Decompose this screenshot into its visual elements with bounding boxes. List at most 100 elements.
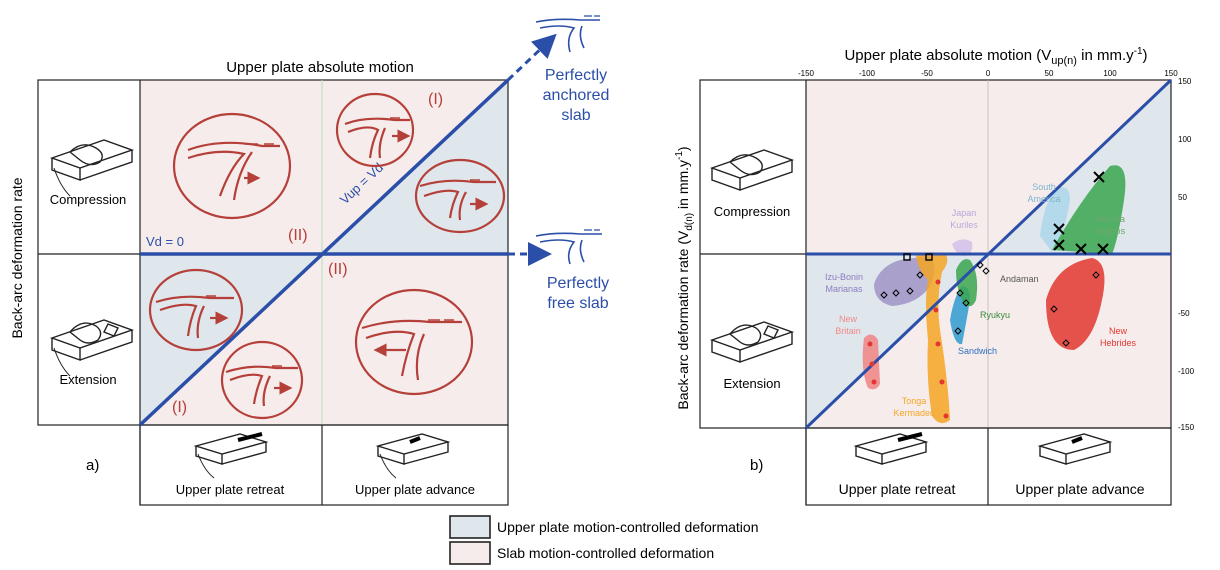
label-new-britain-2: Britain bbox=[835, 326, 861, 336]
extension-block-icon bbox=[49, 319, 135, 377]
schematic-circle-3 bbox=[414, 158, 506, 234]
x-tick: -100 bbox=[859, 69, 876, 78]
panel-b-row-extension: Extension bbox=[723, 376, 780, 391]
anchored-label-2: anchored bbox=[543, 87, 610, 104]
new-hebrides-region bbox=[1046, 258, 1105, 350]
schematic-circle-5 bbox=[220, 340, 304, 420]
izu-bonin-region bbox=[874, 256, 935, 306]
panel-a: Upper plate absolute motion Back-arc def… bbox=[9, 15, 610, 506]
panel-a-bottom-row bbox=[139, 424, 509, 506]
regime-I-top: (I) bbox=[428, 91, 443, 108]
label-izu-2: Marianas bbox=[825, 284, 863, 294]
legend: Upper plate motion-controlled deformatio… bbox=[449, 515, 758, 565]
panel-b-y-title-sub: d(n) bbox=[684, 213, 695, 231]
label-new-britain-1: New bbox=[839, 314, 858, 324]
panel-a-label-vd0: Vd = 0 bbox=[146, 234, 184, 249]
anchored-slab-icon bbox=[535, 15, 600, 53]
panel-a-y-title: Back-arc deformation rate bbox=[9, 177, 25, 338]
label-south-america-2: America bbox=[1027, 194, 1060, 204]
panel-b-top-title-tail: in mm.y bbox=[1077, 47, 1134, 64]
b-extension-block-icon bbox=[709, 321, 795, 363]
south-america-region bbox=[1040, 187, 1070, 252]
y-tick: 150 bbox=[1178, 77, 1192, 86]
panel-b-col-retreat: Upper plate retreat bbox=[839, 481, 956, 497]
legend-label-upper: Upper plate motion-controlled deformatio… bbox=[497, 519, 758, 535]
y-tick: -50 bbox=[1178, 309, 1190, 318]
panel-b-y-title-main: Back-arc deformation rate (V bbox=[675, 230, 691, 410]
x-tick: 150 bbox=[1164, 69, 1178, 78]
y-tick: 50 bbox=[1178, 193, 1187, 202]
panel-a-row-extension: Extension bbox=[59, 372, 116, 387]
panel-b-y-title-sup: -1 bbox=[674, 151, 685, 160]
panel-b-letter: b) bbox=[750, 457, 763, 474]
diamond-markers bbox=[880, 261, 1100, 347]
free-label-1: Perfectly bbox=[547, 275, 609, 292]
schematic-circle-2 bbox=[335, 92, 415, 168]
panel-b-y-title: Back-arc deformation rate (Vd(n) in mm.y… bbox=[674, 146, 695, 409]
label-new-hebrides-1: New bbox=[1109, 326, 1128, 336]
label-andaman: Andaman bbox=[1000, 274, 1039, 284]
regime-II-left: (II) bbox=[288, 227, 308, 244]
label-new-hebrides-2: Hebrides bbox=[1100, 338, 1137, 348]
retreat-block-icon bbox=[193, 432, 269, 479]
anchored-label-3: slab bbox=[561, 107, 590, 124]
japan-region bbox=[952, 239, 973, 256]
panel-b-top-title-sup: -1 bbox=[1134, 46, 1143, 57]
x-tick: -50 bbox=[921, 69, 933, 78]
square-markers bbox=[903, 253, 933, 261]
schematic-circle-6 bbox=[354, 288, 474, 396]
y-tick: -150 bbox=[1178, 423, 1195, 432]
panel-a-diagonal-line bbox=[138, 78, 510, 427]
legend-swatch-upper bbox=[449, 515, 491, 539]
legend-swatch-slab bbox=[449, 541, 491, 565]
label-tonga-2: Kermadec bbox=[893, 408, 935, 418]
b-retreat-block-icon bbox=[853, 432, 929, 465]
panel-a-row-compression: Compression bbox=[50, 192, 127, 207]
panel-a-col-retreat: Upper plate retreat bbox=[176, 482, 285, 497]
label-manilla-1: Manilla bbox=[1095, 214, 1126, 225]
manilla-markers bbox=[1053, 171, 1109, 255]
label-ryukyu: Ryukyu bbox=[980, 310, 1010, 320]
panel-b-row-compression: Compression bbox=[714, 204, 791, 219]
b-advance-block-icon bbox=[1037, 433, 1113, 465]
label-sandwich: Sandwich bbox=[958, 346, 997, 356]
x-tick: 100 bbox=[1103, 69, 1117, 78]
schematic-circle-1 bbox=[172, 112, 292, 220]
panel-a-col-advance: Upper plate advance bbox=[355, 482, 475, 497]
anchored-label-1: Perfectly bbox=[545, 67, 607, 84]
y-tick: 100 bbox=[1178, 135, 1192, 144]
compression-block-icon bbox=[49, 139, 135, 197]
label-japan-2: Kuriles bbox=[950, 220, 978, 230]
panel-b-y-title-tail: in mm.y bbox=[675, 160, 691, 213]
label-izu-1: Izu-Bonin bbox=[825, 272, 863, 282]
panel-a-top-title: Upper plate absolute motion bbox=[226, 59, 414, 76]
label-tonga-1: Tonga bbox=[902, 396, 927, 406]
regime-II-right: (II) bbox=[328, 261, 348, 278]
dot-markers bbox=[867, 279, 949, 419]
panel-b-top-title: Upper plate absolute motion (Vup(n) in m… bbox=[844, 46, 1147, 67]
panel-b-top-title-sub: up(n) bbox=[1051, 55, 1077, 67]
panel-b-col-advance: Upper plate advance bbox=[1015, 481, 1144, 497]
free-slab-icon bbox=[535, 229, 602, 265]
panel-b-top-title-main: Upper plate absolute motion (V bbox=[844, 47, 1051, 64]
label-japan-1: Japan bbox=[952, 208, 977, 218]
schematic-circle-4 bbox=[148, 268, 244, 352]
x-tick: 50 bbox=[1045, 69, 1054, 78]
x-tick: 0 bbox=[986, 69, 991, 78]
label-manilla-2: Negros bbox=[1095, 226, 1126, 237]
panel-b-x-ticks: -150 -100 -50 0 50 100 150 bbox=[798, 69, 1178, 78]
b-compression-block-icon bbox=[709, 149, 795, 191]
panel-b-y-title-close: ) bbox=[675, 146, 691, 151]
y-tick: -100 bbox=[1178, 367, 1195, 376]
label-south-america-1: South bbox=[1032, 182, 1056, 192]
free-label-2: free slab bbox=[547, 295, 608, 312]
panel-a-letter: a) bbox=[86, 457, 99, 474]
legend-label-slab: Slab motion-controlled deformation bbox=[497, 545, 714, 561]
advance-block-icon bbox=[375, 433, 451, 479]
panel-b-y-ticks: 150 100 50 -50 -100 -150 bbox=[1178, 77, 1195, 432]
x-tick: -150 bbox=[798, 69, 815, 78]
manilla-region bbox=[1052, 165, 1126, 254]
panel-b: Upper plate absolute motion (Vup(n) in m… bbox=[674, 46, 1195, 506]
regime-I-bottom: (I) bbox=[172, 399, 187, 416]
